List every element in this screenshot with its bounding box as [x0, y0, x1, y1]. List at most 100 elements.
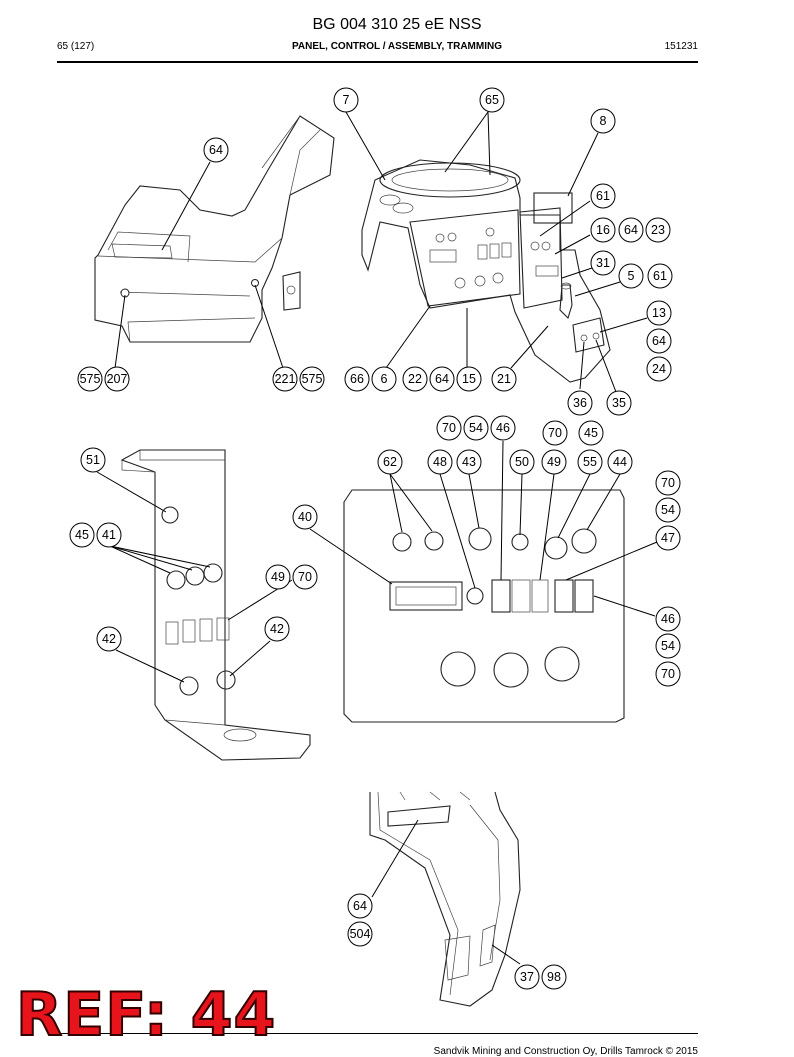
- callout-43: 43: [456, 449, 482, 475]
- footer-rule: [57, 1033, 698, 1034]
- svg-text:54: 54: [469, 421, 483, 435]
- callout-31: 31: [590, 250, 616, 276]
- flat-panel-plate-drawing: [343, 489, 625, 723]
- callout-98: 98: [541, 964, 567, 990]
- svg-text:54: 54: [661, 503, 675, 517]
- callout-221: 221: [272, 366, 298, 392]
- callout-15: 15: [456, 366, 482, 392]
- svg-text:575: 575: [80, 372, 101, 386]
- callout-42: 42: [264, 616, 290, 642]
- svg-text:207: 207: [107, 372, 128, 386]
- svg-text:46: 46: [661, 612, 675, 626]
- svg-text:35: 35: [612, 396, 626, 410]
- callout-6: 6: [371, 366, 397, 392]
- callout-24: 24: [646, 356, 672, 382]
- svg-text:64: 64: [652, 334, 666, 348]
- svg-text:575: 575: [302, 372, 323, 386]
- svg-text:55: 55: [583, 455, 597, 469]
- svg-text:49: 49: [271, 570, 285, 584]
- svg-text:61: 61: [653, 269, 667, 283]
- callout-70: 70: [655, 470, 681, 496]
- svg-text:43: 43: [462, 455, 476, 469]
- callout-45: 45: [578, 420, 604, 446]
- leader-lines: [96, 111, 658, 965]
- svg-text:21: 21: [497, 372, 511, 386]
- svg-text:37: 37: [520, 970, 534, 984]
- callout-64: 64: [618, 217, 644, 243]
- callout-46: 46: [655, 606, 681, 632]
- svg-text:98: 98: [547, 970, 561, 984]
- svg-text:13: 13: [652, 306, 666, 320]
- callout-575: 575: [299, 366, 325, 392]
- svg-text:24: 24: [652, 362, 666, 376]
- svg-text:47: 47: [661, 531, 675, 545]
- svg-text:44: 44: [613, 455, 627, 469]
- svg-text:66: 66: [350, 372, 364, 386]
- callout-48: 48: [427, 449, 453, 475]
- callout-16: 16: [590, 217, 616, 243]
- callout-13: 13: [646, 300, 672, 326]
- callout-23: 23: [645, 217, 671, 243]
- svg-text:8: 8: [600, 114, 607, 128]
- svg-text:16: 16: [596, 223, 610, 237]
- svg-text:50: 50: [515, 455, 529, 469]
- callout-44: 44: [607, 449, 633, 475]
- callout-207: 207: [104, 366, 130, 392]
- svg-text:61: 61: [596, 189, 610, 203]
- callout-61: 61: [647, 263, 673, 289]
- callout-42: 42: [96, 626, 122, 652]
- svg-text:42: 42: [102, 632, 116, 646]
- callout-36: 36: [567, 390, 593, 416]
- control-panel-assembly-drawing: [361, 159, 611, 383]
- callout-61: 61: [590, 183, 616, 209]
- callout-54: 54: [655, 497, 681, 523]
- installed-view-drawing: [369, 791, 521, 1007]
- callout-70: 70: [655, 661, 681, 687]
- callout-62: 62: [377, 449, 403, 475]
- svg-text:5: 5: [628, 269, 635, 283]
- svg-text:49: 49: [547, 455, 561, 469]
- callout-37: 37: [514, 964, 540, 990]
- callout-70: 70: [542, 420, 568, 446]
- svg-text:70: 70: [661, 476, 675, 490]
- svg-text:36: 36: [573, 396, 587, 410]
- l-bracket-panel-drawing: [120, 449, 311, 761]
- callout-54: 54: [463, 415, 489, 441]
- document-title: BG 004 310 25 eE NSS: [312, 16, 482, 33]
- callout-8: 8: [590, 108, 616, 134]
- callout-40: 40: [292, 504, 318, 530]
- callout-70: 70: [292, 564, 318, 590]
- svg-text:46: 46: [496, 421, 510, 435]
- callout-47: 47: [655, 525, 681, 551]
- svg-text:504: 504: [350, 927, 371, 941]
- svg-text:64: 64: [624, 223, 638, 237]
- document-code: 151231: [664, 41, 698, 52]
- svg-text:65: 65: [485, 93, 499, 107]
- svg-text:23: 23: [651, 223, 665, 237]
- svg-text:64: 64: [435, 372, 449, 386]
- page-number: 65 (127): [57, 41, 95, 52]
- svg-text:7: 7: [343, 93, 350, 107]
- callout-70: 70: [436, 415, 462, 441]
- callout-64: 64: [429, 366, 455, 392]
- svg-text:62: 62: [383, 455, 397, 469]
- callout-35: 35: [606, 390, 632, 416]
- callout-64: 64: [646, 328, 672, 354]
- svg-text:45: 45: [75, 528, 89, 542]
- callout-49: 49: [265, 564, 291, 590]
- callout-504: 504: [347, 921, 373, 947]
- svg-text:64: 64: [353, 899, 367, 913]
- svg-text:42: 42: [270, 622, 284, 636]
- callout-46: 46: [490, 415, 516, 441]
- callout-7: 7: [333, 87, 359, 113]
- callout-22: 22: [402, 366, 428, 392]
- ref-stamp: REF: 44: [15, 980, 277, 1050]
- svg-text:31: 31: [596, 256, 610, 270]
- svg-text:40: 40: [298, 510, 312, 524]
- callout-5: 5: [618, 263, 644, 289]
- callout-575: 575: [77, 366, 103, 392]
- callout-54: 54: [655, 633, 681, 659]
- svg-text:22: 22: [408, 372, 422, 386]
- callout-66: 66: [344, 366, 370, 392]
